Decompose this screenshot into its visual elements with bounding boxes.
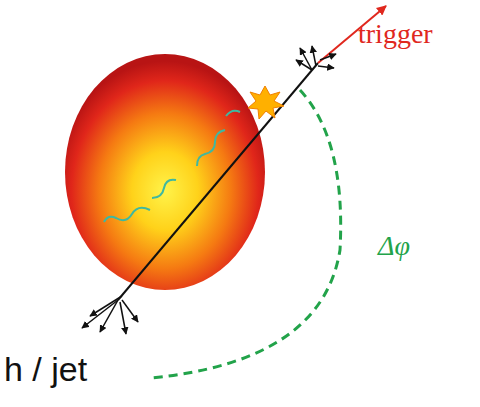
gluon-radiation	[152, 180, 176, 198]
gluon-radiation	[104, 208, 150, 222]
parton-line	[118, 63, 318, 300]
trigger-label: trigger	[358, 18, 433, 50]
delta-phi-arc	[150, 90, 341, 378]
jet-fragments	[82, 46, 336, 334]
hard-scattering-star	[248, 86, 284, 119]
angle-label: Δφ	[378, 230, 410, 262]
fireball	[65, 54, 265, 290]
recoil-label: h / jet	[4, 350, 87, 389]
gluon-radiation	[197, 130, 225, 166]
gluon-radiation	[226, 111, 240, 116]
